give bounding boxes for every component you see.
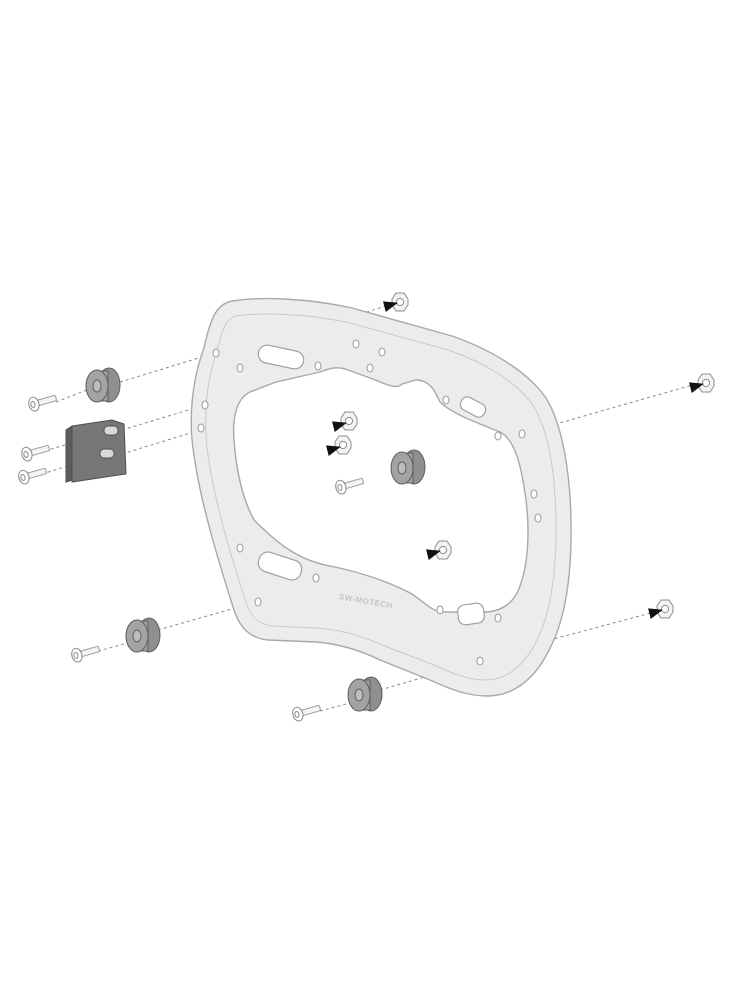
spacer-roller-4	[347, 676, 383, 712]
screw-3	[16, 463, 49, 486]
frame-slot-bottom-right	[457, 602, 485, 626]
lock-nut-1	[391, 292, 409, 312]
lock-nut-3	[334, 435, 352, 455]
screw-2	[19, 440, 52, 463]
lock-nut-6	[656, 599, 674, 619]
frame-slot-bottom-left	[257, 551, 303, 581]
spacer-roller-2	[390, 449, 426, 485]
lock-nut-4	[697, 373, 715, 393]
spacer-roller-3	[125, 617, 161, 653]
mounting-bracket	[65, 419, 127, 483]
screw-1	[26, 390, 59, 413]
lock-nut-5	[434, 540, 452, 560]
frame-slot-right	[459, 396, 487, 418]
frame-holes	[197, 339, 542, 666]
screw-6	[290, 700, 323, 723]
lock-nut-2	[340, 411, 358, 431]
screw-5	[69, 641, 102, 664]
spacer-roller-1	[85, 367, 121, 403]
frame-slot-top-left	[257, 344, 305, 370]
side-carrier-frame: SW-MOTECH	[190, 297, 572, 697]
